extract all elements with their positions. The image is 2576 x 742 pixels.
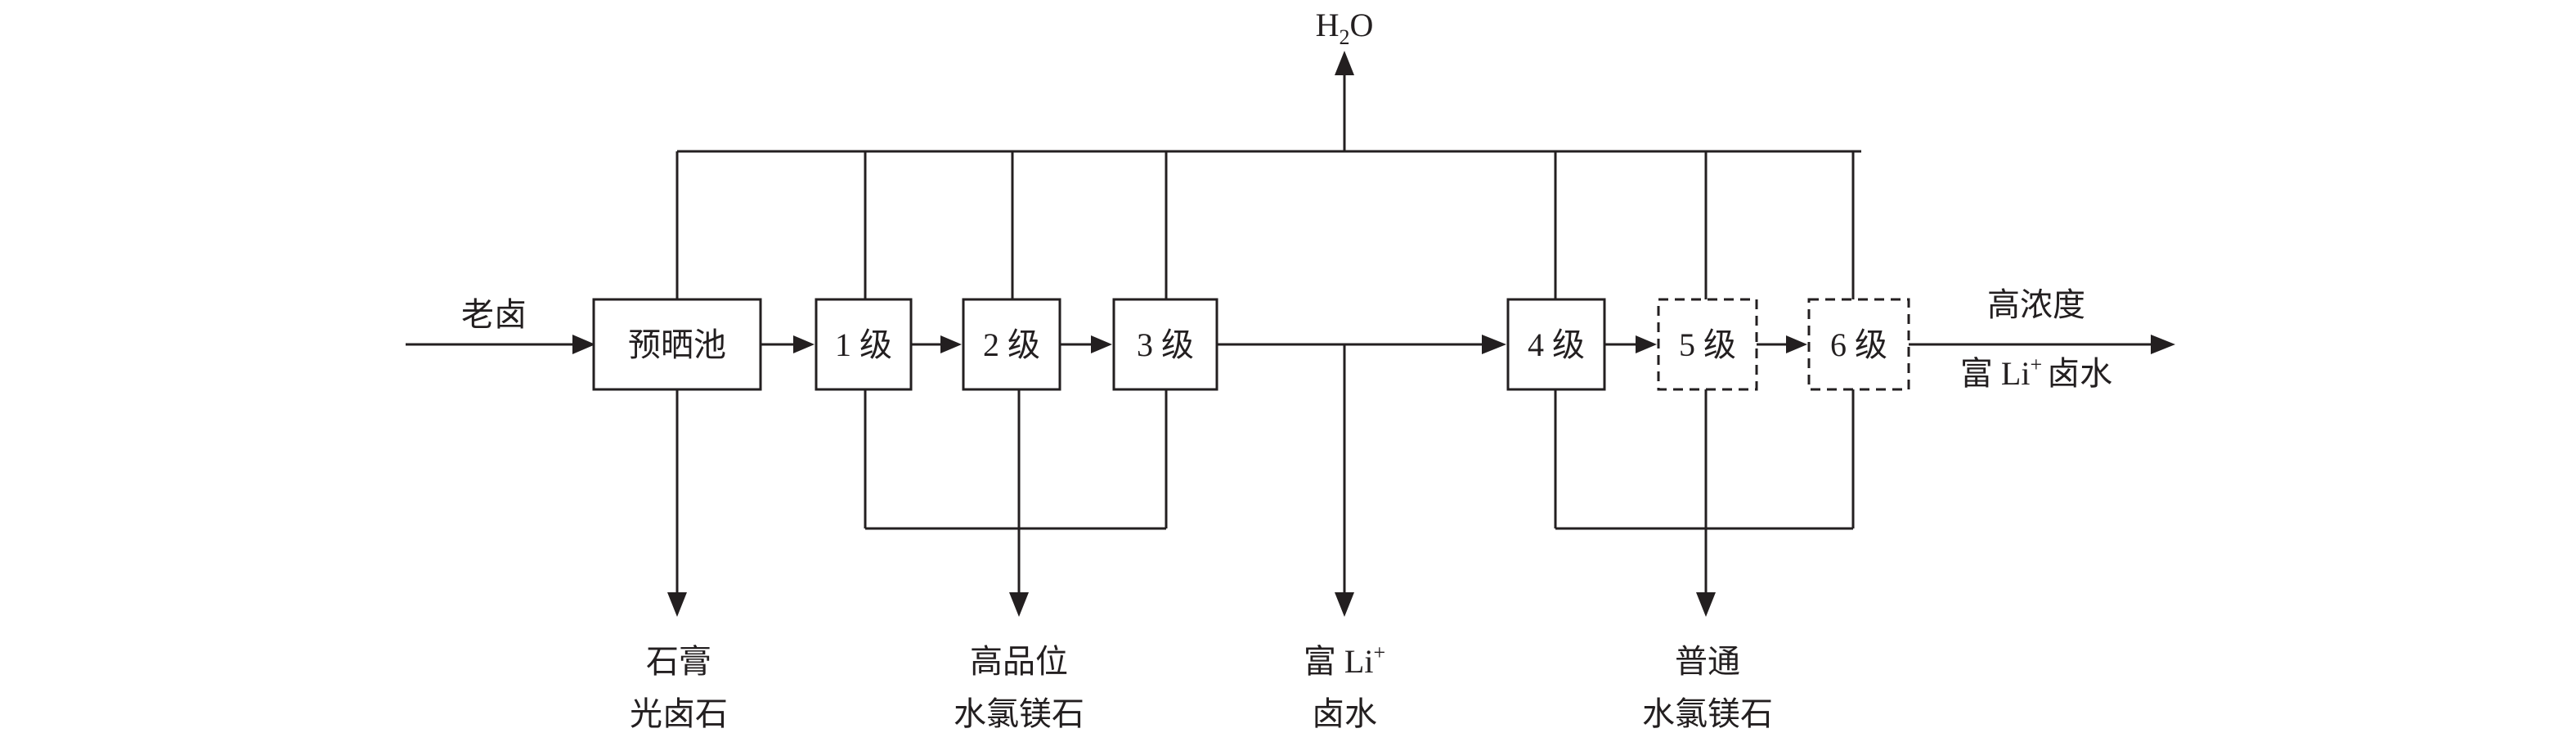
pre-evaporation-pond-label: 预晒池	[628, 326, 726, 363]
prepond-product-arrowhead	[667, 592, 687, 617]
final-li-superscript: +	[2030, 353, 2042, 376]
ordinary-product-arrowhead	[1696, 592, 1716, 617]
water-h: H	[1316, 7, 1340, 43]
product-collection-lines	[667, 344, 1855, 617]
stage-2-label: 2 级	[983, 326, 1040, 363]
water-collection-lines	[675, 51, 1861, 299]
li-rich-superscript: +	[1373, 641, 1385, 664]
stage-6-box: 6 级	[1807, 298, 1910, 391]
li-rich-text: 富 Li	[1304, 643, 1374, 680]
stage-5-box: 5 级	[1657, 298, 1758, 391]
stage5-to-stage6-arrowhead	[1786, 335, 1807, 353]
stage-4-box: 4 级	[1506, 298, 1606, 391]
water-outlet-arrowhead	[1335, 51, 1354, 75]
stage1-to-stage2-arrowhead	[940, 335, 962, 353]
final-outflow-arrowhead	[2151, 335, 2175, 354]
high-concentration-label: 高浓度	[1987, 286, 2085, 323]
stage-3-label: 3 级	[1137, 326, 1194, 363]
li-rich-label: 富 Li+	[1304, 641, 1385, 680]
old-brine-arrowhead	[572, 335, 595, 354]
final-li-rich-brine-label: 富 Li+卤水	[1960, 353, 2112, 392]
final-brine-text: 卤水	[2047, 355, 2112, 392]
stage-2-box: 2 级	[962, 298, 1061, 391]
final-li-text: 富 Li	[1960, 355, 2031, 392]
water-subscript: 2	[1340, 25, 1350, 49]
main-flow-arrows	[406, 335, 2175, 354]
old-brine-input-label: 老卤	[461, 296, 527, 333]
high-grade-product-arrowhead	[1009, 592, 1029, 617]
stage-3-box: 3 级	[1112, 298, 1218, 391]
high-grade-label: 高品位	[970, 643, 1068, 680]
carnallite-label: 光卤石	[630, 695, 728, 732]
stage3-to-stage4-arrowhead	[1482, 335, 1506, 354]
high-grade-bischofite-label: 水氯镁石	[954, 695, 1084, 732]
ordinary-label: 普通	[1675, 643, 1740, 680]
prepond-to-stage1-arrowhead	[793, 335, 815, 353]
stage-4-label: 4 级	[1528, 326, 1585, 363]
ordinary-bischofite-label: 水氯镁石	[1642, 695, 1773, 732]
stage-6-label: 6 级	[1830, 326, 1887, 363]
stage-5-label: 5 级	[1679, 326, 1736, 363]
pre-evaporation-pond-box: 预晒池	[592, 298, 762, 391]
water-output-label: H2O	[1316, 7, 1374, 49]
li-rich-brine-arrowhead	[1335, 592, 1354, 617]
li-rich-brine-label: 卤水	[1312, 695, 1377, 732]
stage-1-label: 1 级	[835, 326, 892, 363]
gypsum-label: 石膏	[646, 643, 711, 680]
stage2-to-stage3-arrowhead	[1091, 335, 1112, 353]
stage4-to-stage5-arrowhead	[1636, 335, 1657, 353]
water-o: O	[1350, 7, 1374, 43]
stage-1-box: 1 级	[815, 298, 913, 391]
